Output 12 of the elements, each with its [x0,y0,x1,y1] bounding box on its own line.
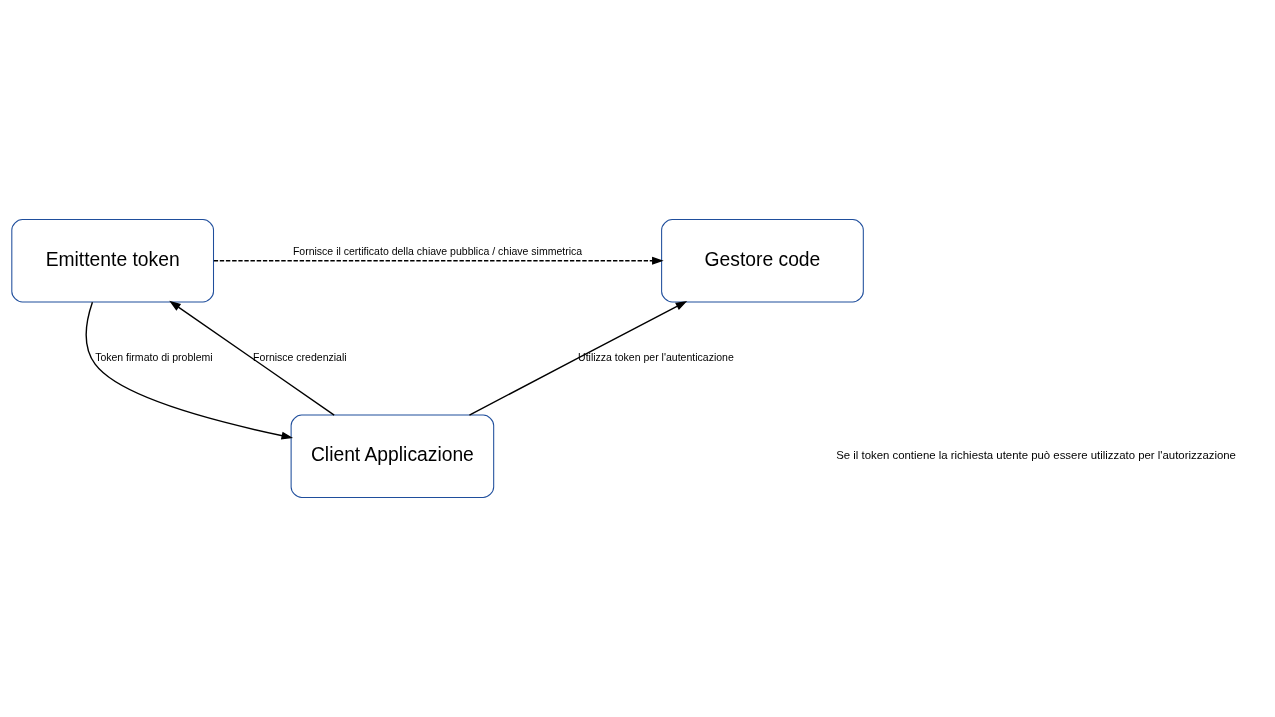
arrow [85,301,294,440]
label: Se il token contiene la richiesta utente può essere utilizzato per l'autorizzazione [836,449,1236,462]
arrow [468,301,688,416]
edge-label: Fornisce credenziali [253,351,347,364]
edge-label: Token firmato di problemi [95,351,213,364]
arrow [213,256,664,265]
edge-label: Fornisce il certificato della chiave pubblica / chiave simmetrica [292,245,583,258]
edge-label: Utilizza token per l'autenticazione [578,351,734,364]
arrow [169,300,335,416]
node-box: Client Applicazione [290,414,495,498]
node-box: Emittente token [11,219,215,303]
node-box: Gestore code [661,219,864,303]
